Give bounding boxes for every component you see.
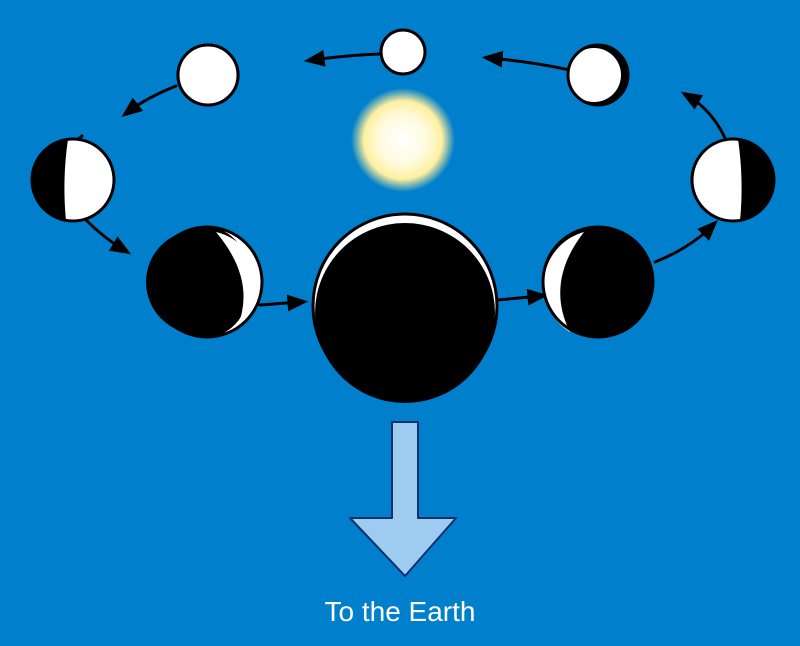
orbit-segment [121,84,178,118]
waning-crescent-moon-icon [146,225,264,339]
orbit-segment [481,50,572,72]
earth-direction-arrow [349,421,457,577]
orbit-segment [258,294,309,312]
new-moon-icon [311,212,499,403]
full-moon-icon [379,28,427,76]
waxing-gibbous-moon-icon [566,43,630,107]
orbit-segment [496,288,549,306]
orbit-segment [84,218,132,255]
earth-caption: To the Earth [324,596,476,627]
sun-icon [351,88,455,192]
orbit-segment [653,220,718,264]
orbit-segment [680,91,728,142]
third-quarter-moon-icon [30,137,116,223]
moon-orbit-path [60,50,728,312]
orbit-segment [303,50,382,67]
waning-gibbous-moon-icon [176,43,240,107]
waxing-crescent-moon-icon [541,225,655,339]
first-quarter-moon-icon [690,137,776,223]
